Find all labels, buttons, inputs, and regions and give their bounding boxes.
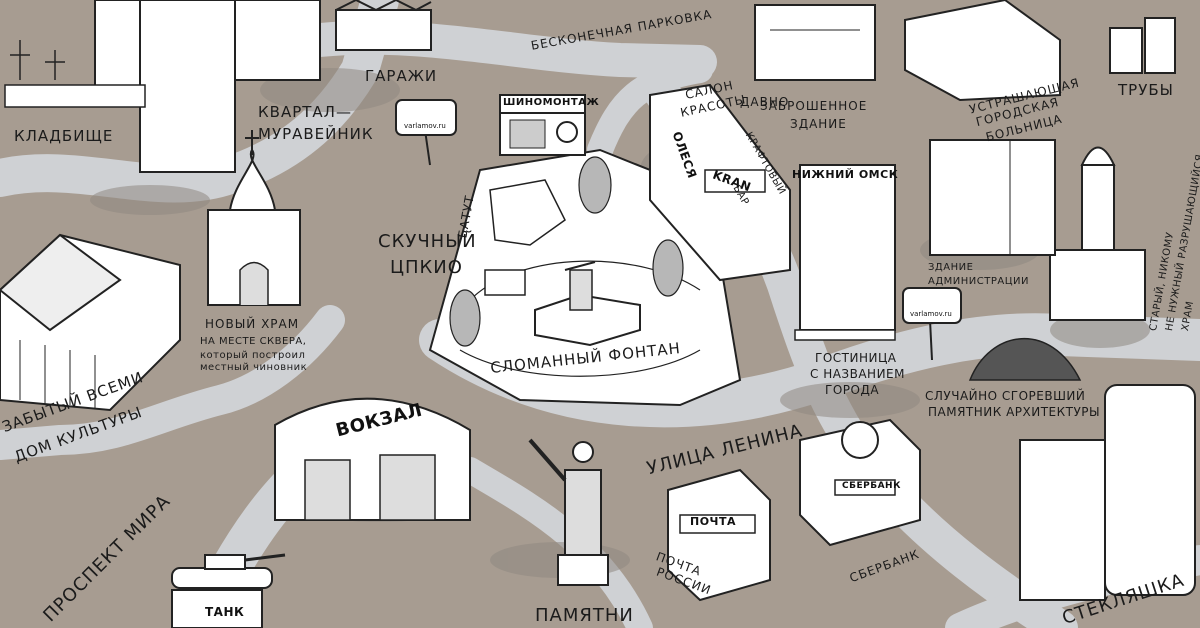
watermark-sign-1: varlamov.ru [404, 122, 446, 130]
tank-model [171, 553, 286, 628]
label-boring-park-1: СКУЧНЫЙ [378, 231, 477, 252]
label-abandoned-1: ДАВНО [740, 95, 790, 109]
label-hotel-2: С НАЗВАНИЕМ [810, 367, 905, 381]
anthill-building [94, 0, 321, 173]
watermark-sign-2: varlamov.ru [910, 310, 952, 318]
label-boring-park-2: ЦПКиО [390, 257, 463, 278]
admin-building [929, 139, 1056, 256]
label-hotel-1: ГОСТИНИЦА [815, 351, 897, 365]
sign-sberbank: СБЕРБАНК [842, 481, 901, 491]
hospital-building [904, 0, 1061, 102]
label-abandoned-3: ЗДАНИЕ [790, 117, 847, 131]
tire-shop-building [499, 94, 586, 156]
salon-building [649, 83, 791, 282]
new-temple-building [207, 130, 301, 306]
label-new-temple-2: НА МЕСТЕ СКВЕРА, [200, 336, 307, 347]
culture-house-building [0, 233, 181, 412]
label-new-temple-4: местный чиновник [200, 362, 308, 373]
label-cemetery: КЛАДБИЩЕ [14, 127, 114, 145]
label-burned-2: ПАМЯТНИК АРХИТЕКТУРЫ [928, 405, 1101, 419]
cemetery-area [4, 40, 146, 108]
label-new-temple-3: который построил [200, 350, 306, 361]
monument-statue [528, 438, 609, 586]
label-admin-1: ЗДАНИЕ [928, 262, 974, 273]
sign-tank: ТАНК [205, 605, 245, 619]
label-new-temple-1: НОВЫЙ ХРАМ [205, 317, 300, 331]
label-garages: ГАРАЖИ [365, 67, 438, 85]
hotel-building [794, 164, 896, 341]
station-building [274, 397, 471, 521]
post-office-building [667, 468, 771, 602]
old-temple-building [1049, 146, 1146, 321]
road-mid-left [0, 305, 345, 460]
label-admin-2: АДМИНИСТРАЦИИ [928, 276, 1029, 287]
sign-post: ПОЧТА [690, 515, 736, 528]
label-hotel-3: ГОРОДА [825, 383, 880, 397]
sign-posts [395, 99, 962, 361]
label-burned-1: СЛУЧАЙНО СГОРЕВШИЙ [925, 389, 1086, 403]
sign-nizhniy-omsk: НИЖНИЙ ОМСК [792, 168, 899, 181]
burned-pile [968, 338, 1082, 381]
abandoned-building [754, 4, 876, 81]
label-chimneys: ТРУБЫ [1118, 81, 1174, 99]
road-lower-mid [457, 457, 653, 628]
chimneys-structure [1109, 17, 1176, 74]
garages-building [335, 0, 432, 51]
label-anthill-2: МУРАВЕЙНИК [258, 125, 374, 143]
steklyashka-tower [1019, 384, 1196, 601]
sberbank-building [799, 418, 921, 547]
road-top-right [587, 57, 713, 163]
label-abandoned-2: ЗАБРОШЕННОЕ [760, 99, 868, 113]
label-monument: ПАМЯТНИ [535, 605, 634, 626]
label-anthill-1: КВАРТАЛ— [258, 103, 352, 121]
sign-tire-shop: ШИНОМОНТАЖ [503, 97, 600, 108]
